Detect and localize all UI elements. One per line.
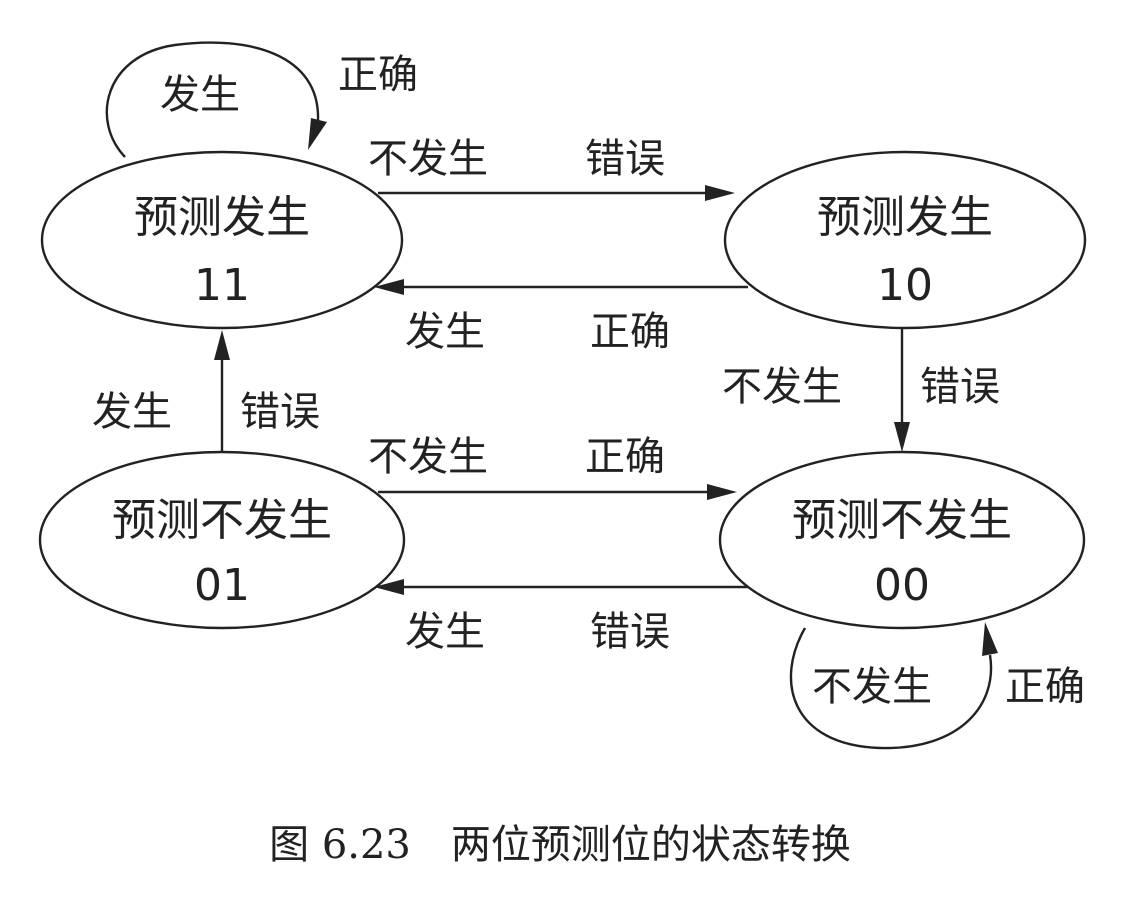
edge-loop-00-line [789, 627, 993, 750]
edge-loop-00-event: 不发生 [812, 664, 932, 710]
state-node-11-code: 11 [194, 260, 250, 311]
edge-01-to-11-event: 发生 [92, 389, 172, 435]
edge-01-to-00: 不发生 正确 [368, 434, 737, 500]
state-node-00-label: 预测不发生 [792, 495, 1012, 546]
edge-10-to-11-result: 正确 [590, 309, 670, 355]
state-node-01-label: 预测不发生 [112, 495, 332, 546]
edge-01-to-11: 发生 错误 [92, 330, 320, 452]
edge-01-to-11-result: 错误 [240, 389, 320, 435]
edge-loop-11-event: 发生 [160, 72, 240, 118]
edge-01-to-00-arrowhead [707, 484, 737, 500]
state-node-10-label: 预测发生 [817, 192, 993, 243]
edge-00-to-01-arrowhead [374, 579, 404, 595]
edge-11-to-10-event: 不发生 [368, 136, 488, 182]
edge-11-to-10: 不发生 错误 [368, 136, 735, 201]
edge-loop-00-arrowhead [982, 622, 998, 656]
state-node-01: 预测不发生 01 [38, 450, 406, 630]
edge-10-to-00-result: 错误 [920, 364, 1000, 410]
edge-01-to-11-arrowhead [214, 330, 230, 360]
state-node-11-label: 预测发生 [134, 192, 310, 243]
edge-10-to-00: 不发生 错误 [722, 328, 1000, 452]
edge-loop-11-result: 正确 [338, 52, 418, 98]
edge-loop-11-line [105, 41, 320, 158]
state-node-10-shape [723, 150, 1087, 330]
edge-10-to-11: 发生 正确 [374, 279, 748, 355]
edge-01-to-00-result: 正确 [585, 434, 665, 480]
state-node-01-code: 01 [194, 560, 250, 611]
figure-caption: 图 6.23 两位预测位的状态转换 [269, 822, 851, 868]
edge-00-to-01-event: 发生 [405, 609, 485, 655]
edge-loop-11: 发生 正确 [105, 41, 418, 158]
edge-11-to-10-arrowhead [705, 185, 735, 201]
edge-loop-00-result: 正确 [1005, 664, 1085, 710]
state-node-11-shape [40, 150, 404, 330]
edge-00-to-01-result: 错误 [590, 609, 670, 655]
edge-10-to-00-event: 不发生 [722, 364, 842, 410]
edge-11-to-10-result: 错误 [585, 136, 665, 182]
state-node-10-code: 10 [877, 260, 933, 311]
edge-loop-11-arrowhead [308, 118, 327, 150]
edge-01-to-00-event: 不发生 [368, 434, 488, 480]
state-node-11: 预测发生 11 [40, 150, 404, 330]
edge-00-to-01: 发生 错误 [374, 579, 748, 655]
state-node-00-code: 00 [874, 560, 930, 611]
edge-loop-00: 不发生 正确 [789, 622, 1085, 750]
edge-10-to-00-arrowhead [894, 422, 910, 452]
edge-10-to-11-event: 发生 [405, 309, 485, 355]
edge-10-to-11-arrowhead [374, 279, 404, 295]
state-node-10: 预测发生 10 [723, 150, 1087, 330]
state-node-00: 预测不发生 00 [718, 450, 1086, 630]
